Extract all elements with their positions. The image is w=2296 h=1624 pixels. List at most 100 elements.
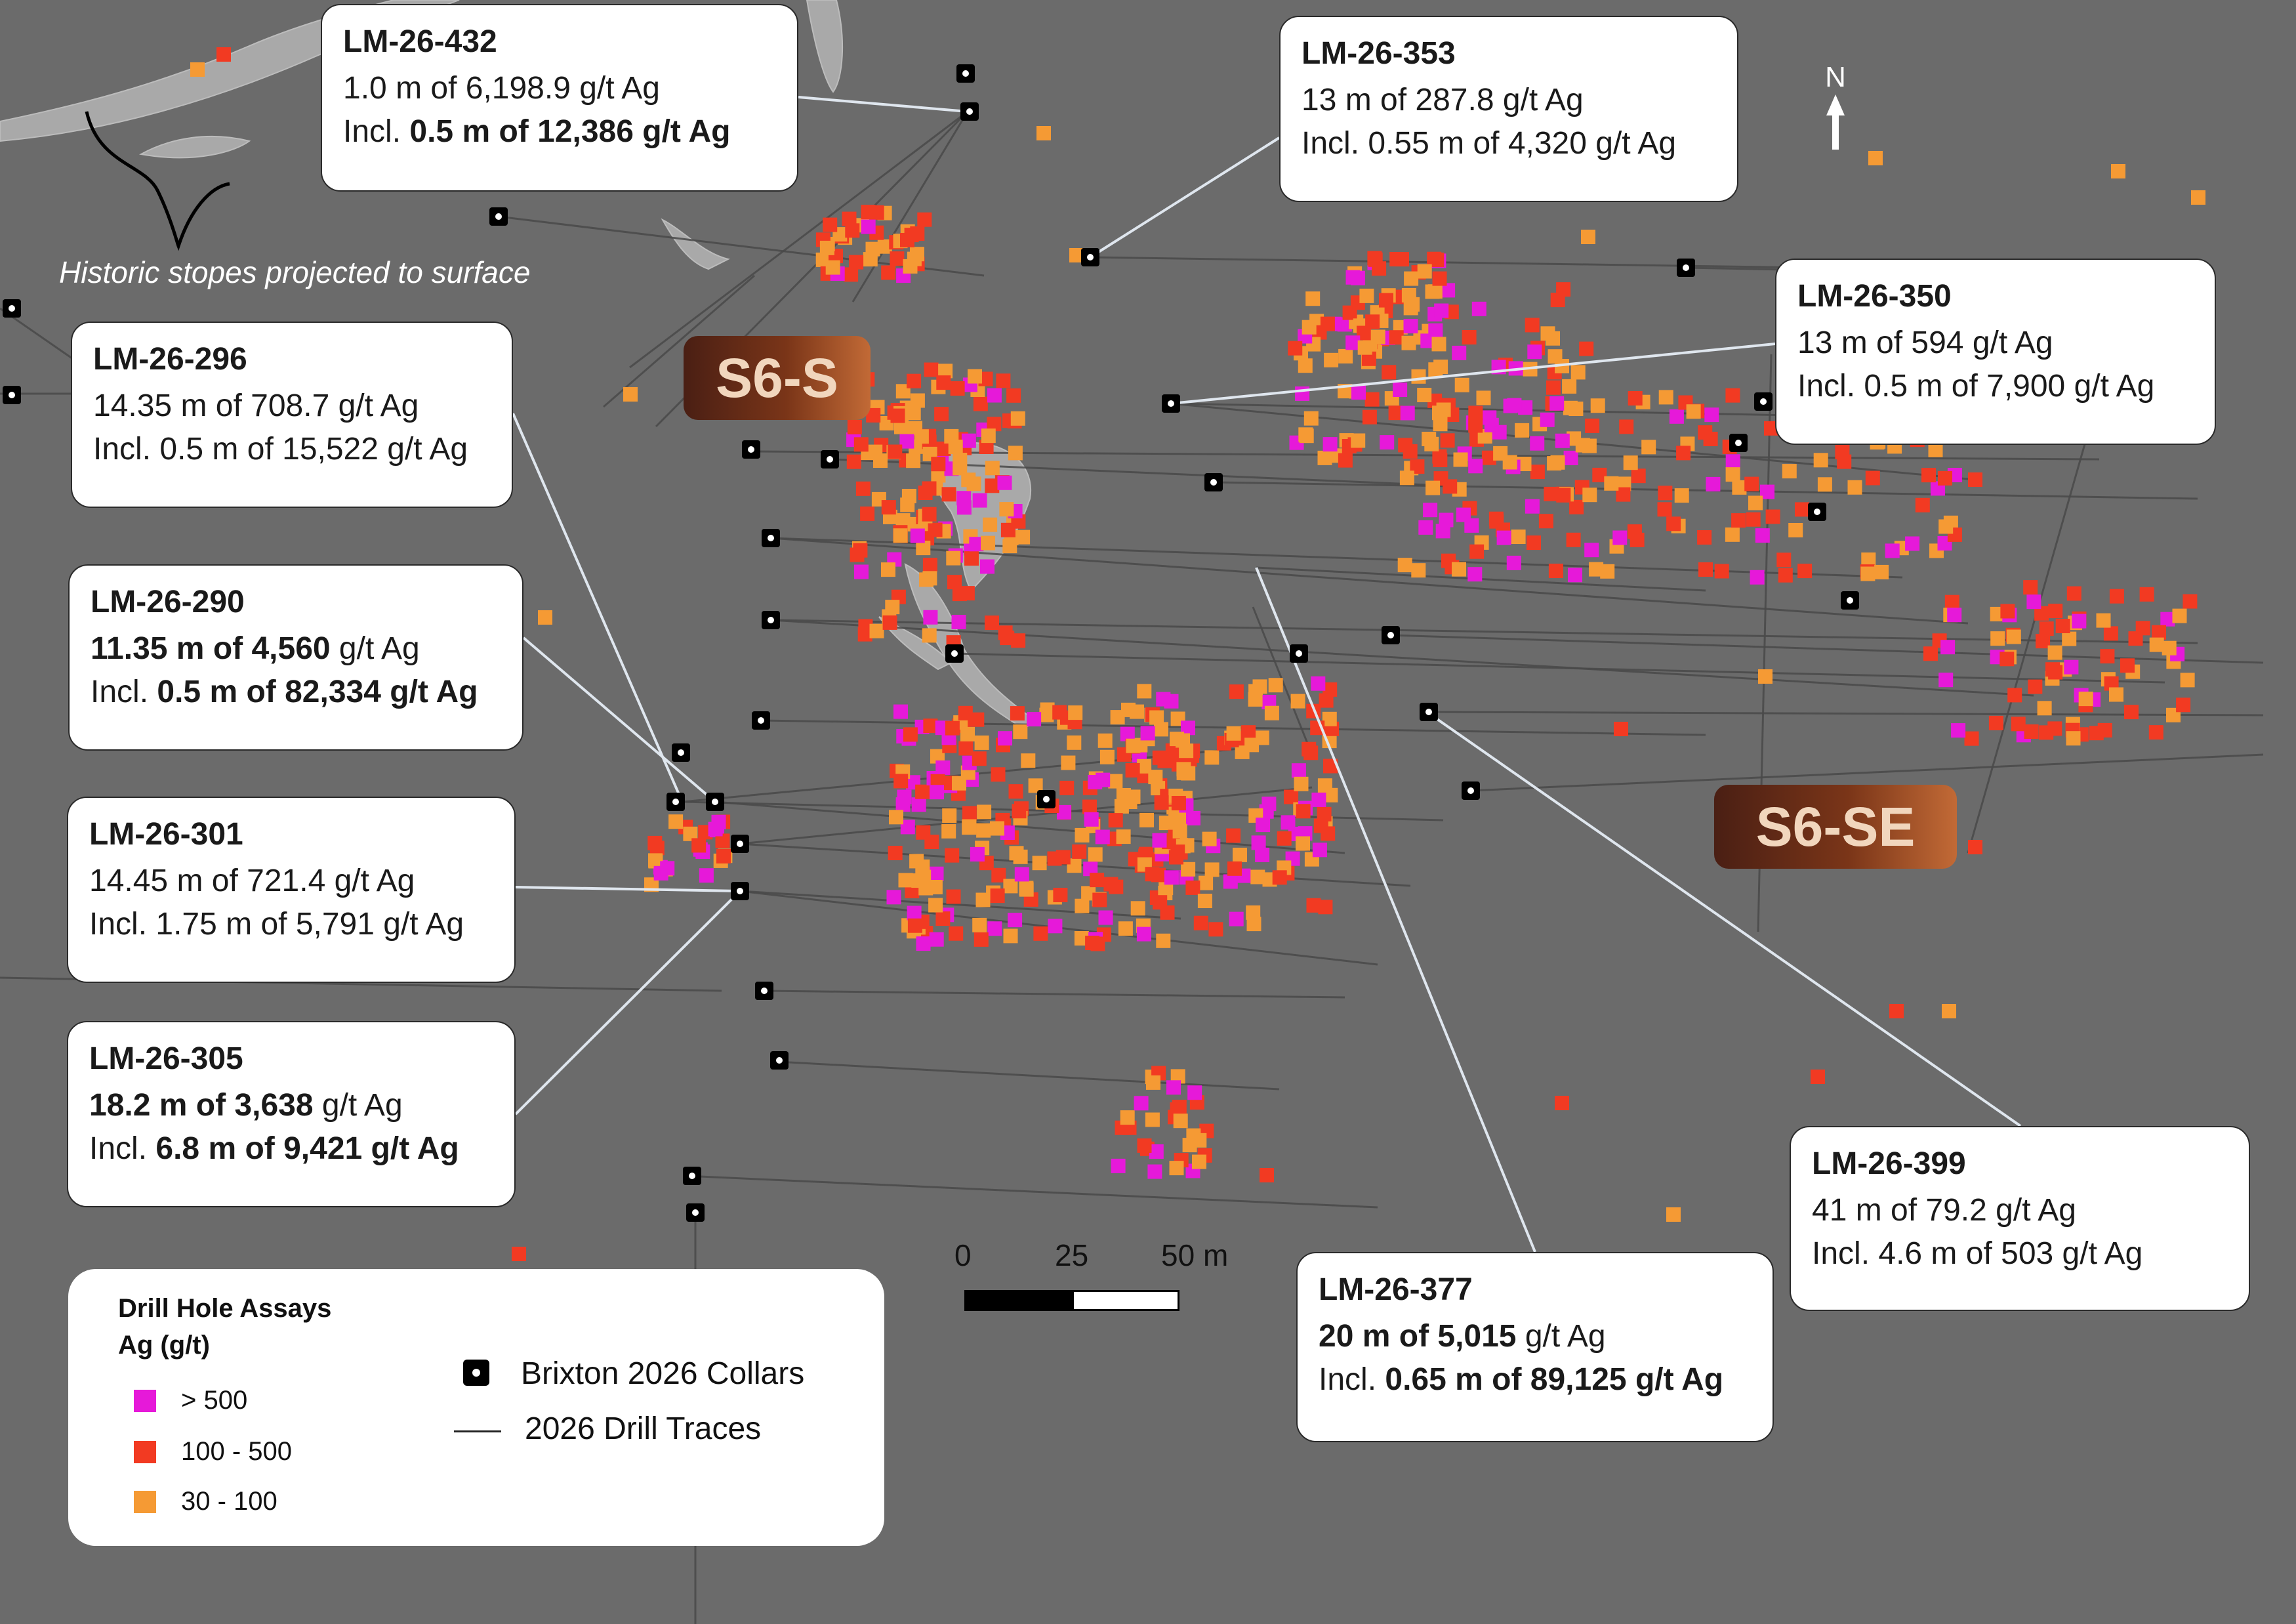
assay-marker xyxy=(961,433,976,448)
assay-marker xyxy=(1746,512,1761,527)
assay-marker xyxy=(1439,512,1454,528)
callout-result-line: 14.45 m of 721.4 g/t Ag xyxy=(89,860,493,903)
assay-marker xyxy=(1669,409,1684,424)
assay-marker xyxy=(1732,480,1747,495)
assay-marker xyxy=(2176,697,2191,713)
callout-leader-line xyxy=(1170,343,1776,405)
assay-marker xyxy=(1108,813,1123,828)
legend-label-mid: 100 - 500 xyxy=(181,1437,293,1466)
legend: Drill Hole Assays Ag (g/t) > 500 100 - 5… xyxy=(68,1269,884,1546)
assay-marker xyxy=(970,712,985,727)
assay-marker xyxy=(1889,1004,1904,1018)
assay-marker xyxy=(1429,252,1445,267)
assay-marker xyxy=(987,921,1002,936)
assay-marker xyxy=(1581,230,1595,244)
assay-marker xyxy=(942,808,957,823)
assay-marker xyxy=(1452,345,1467,360)
stopes-bracket xyxy=(85,111,230,251)
assay-marker xyxy=(969,537,984,552)
assay-marker xyxy=(1567,431,1582,446)
assay-marker xyxy=(1506,555,1521,570)
collar-marker-dot xyxy=(768,617,774,623)
assay-marker xyxy=(1284,789,1299,804)
assay-marker xyxy=(1202,831,1217,846)
assay-marker xyxy=(1525,499,1540,514)
assay-marker xyxy=(888,846,903,860)
stope-outline xyxy=(139,136,251,159)
assay-marker xyxy=(922,507,937,522)
stope-outline xyxy=(806,0,844,93)
legend-label-traces: 2026 Drill Traces xyxy=(525,1411,762,1446)
callout-hole-id: LM-26-353 xyxy=(1302,36,1456,71)
assay-marker xyxy=(1255,847,1270,862)
legend-label-high: > 500 xyxy=(181,1386,248,1415)
assay-marker xyxy=(2055,619,2070,633)
assay-marker xyxy=(1714,564,1729,579)
assay-marker xyxy=(894,419,909,434)
assay-marker xyxy=(916,936,931,951)
assay-marker xyxy=(881,562,895,577)
assay-marker xyxy=(1725,454,1740,469)
assay-marker xyxy=(981,428,996,444)
assay-marker xyxy=(846,454,861,469)
assay-marker xyxy=(928,880,943,894)
assay-marker xyxy=(990,821,1004,836)
assay-marker xyxy=(1401,335,1416,350)
assay-marker xyxy=(699,868,714,883)
collar-marker-dot xyxy=(9,305,15,312)
assay-marker xyxy=(1152,833,1167,848)
assay-marker xyxy=(1256,818,1271,833)
assay-marker xyxy=(2078,692,2093,707)
assay-marker xyxy=(1641,440,1656,455)
assay-marker xyxy=(1311,676,1326,691)
assay-marker xyxy=(900,820,915,835)
assay-marker xyxy=(1306,898,1321,913)
legend-title-line2: Ag (g/t) xyxy=(118,1331,210,1360)
assay-marker xyxy=(997,475,1012,490)
assay-marker xyxy=(2120,658,2135,673)
assay-marker xyxy=(2066,586,2081,601)
collar-marker-dot xyxy=(1296,650,1302,657)
assay-marker xyxy=(983,517,998,532)
assay-marker xyxy=(1604,476,1619,491)
assay-marker xyxy=(716,848,731,864)
assay-marker xyxy=(1440,433,1455,448)
callout-result-line: 41 m of 79.2 g/t Ag xyxy=(1812,1189,2228,1232)
assay-marker xyxy=(979,440,994,454)
assay-marker xyxy=(1351,385,1366,400)
assay-marker xyxy=(1612,530,1628,545)
assay-marker xyxy=(918,486,933,500)
assay-marker xyxy=(1149,1144,1164,1159)
assay-marker xyxy=(917,212,932,227)
assay-marker xyxy=(1511,530,1526,544)
callout-hole-id: LM-26-296 xyxy=(93,342,247,377)
assay-marker xyxy=(853,437,869,452)
callout-text-segment: Incl. xyxy=(1319,1362,1385,1397)
assay-marker xyxy=(1033,926,1048,941)
assay-marker xyxy=(1003,879,1018,894)
assay-marker xyxy=(2100,649,2115,664)
callout-text-segment: 0.65 m of 89,125 g/t Ag xyxy=(1385,1362,1724,1397)
assay-marker xyxy=(1246,917,1261,932)
assay-marker xyxy=(869,623,884,638)
scale-tick-label: 0 xyxy=(954,1238,972,1272)
callout-result-line: 13 m of 287.8 g/t Ag xyxy=(1302,79,1716,122)
assay-marker xyxy=(866,407,881,423)
collar-marker-dot xyxy=(951,650,958,657)
callout-result-line: 13 m of 594 g/t Ag xyxy=(1797,322,2194,365)
assay-marker xyxy=(936,441,951,456)
assay-marker xyxy=(1698,562,1713,577)
assay-marker xyxy=(881,500,896,515)
callout-text-segment: 11.35 m of 4,560 xyxy=(91,631,331,666)
assay-marker xyxy=(1582,438,1597,453)
